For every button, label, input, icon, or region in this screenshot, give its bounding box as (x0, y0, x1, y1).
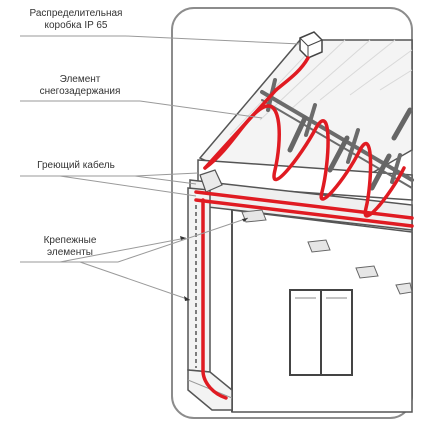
label-junction-box: Распределительная коробка IP 65 (29, 8, 123, 31)
label-snow-guard: Элемент снегозадержания (39, 74, 121, 97)
heating-cable (194, 56, 414, 400)
cable-serpentine (203, 104, 406, 218)
eave-board (197, 159, 413, 201)
leader-tips (180, 218, 248, 301)
cable-gutter (194, 190, 414, 220)
junction-box (299, 31, 323, 59)
cable-gutter-2 (194, 198, 414, 228)
label-fasteners: Крепежные элементы (43, 235, 97, 258)
snow-guard-brackets (287, 107, 413, 191)
fastener-clips (241, 209, 413, 295)
snow-guard (260, 78, 414, 189)
label-heating-cable: Греющий кабель (37, 160, 115, 171)
cable-feed (274, 56, 310, 92)
leader-lines (20, 35, 301, 301)
window (289, 289, 353, 376)
cable-downpipe (201, 198, 228, 400)
